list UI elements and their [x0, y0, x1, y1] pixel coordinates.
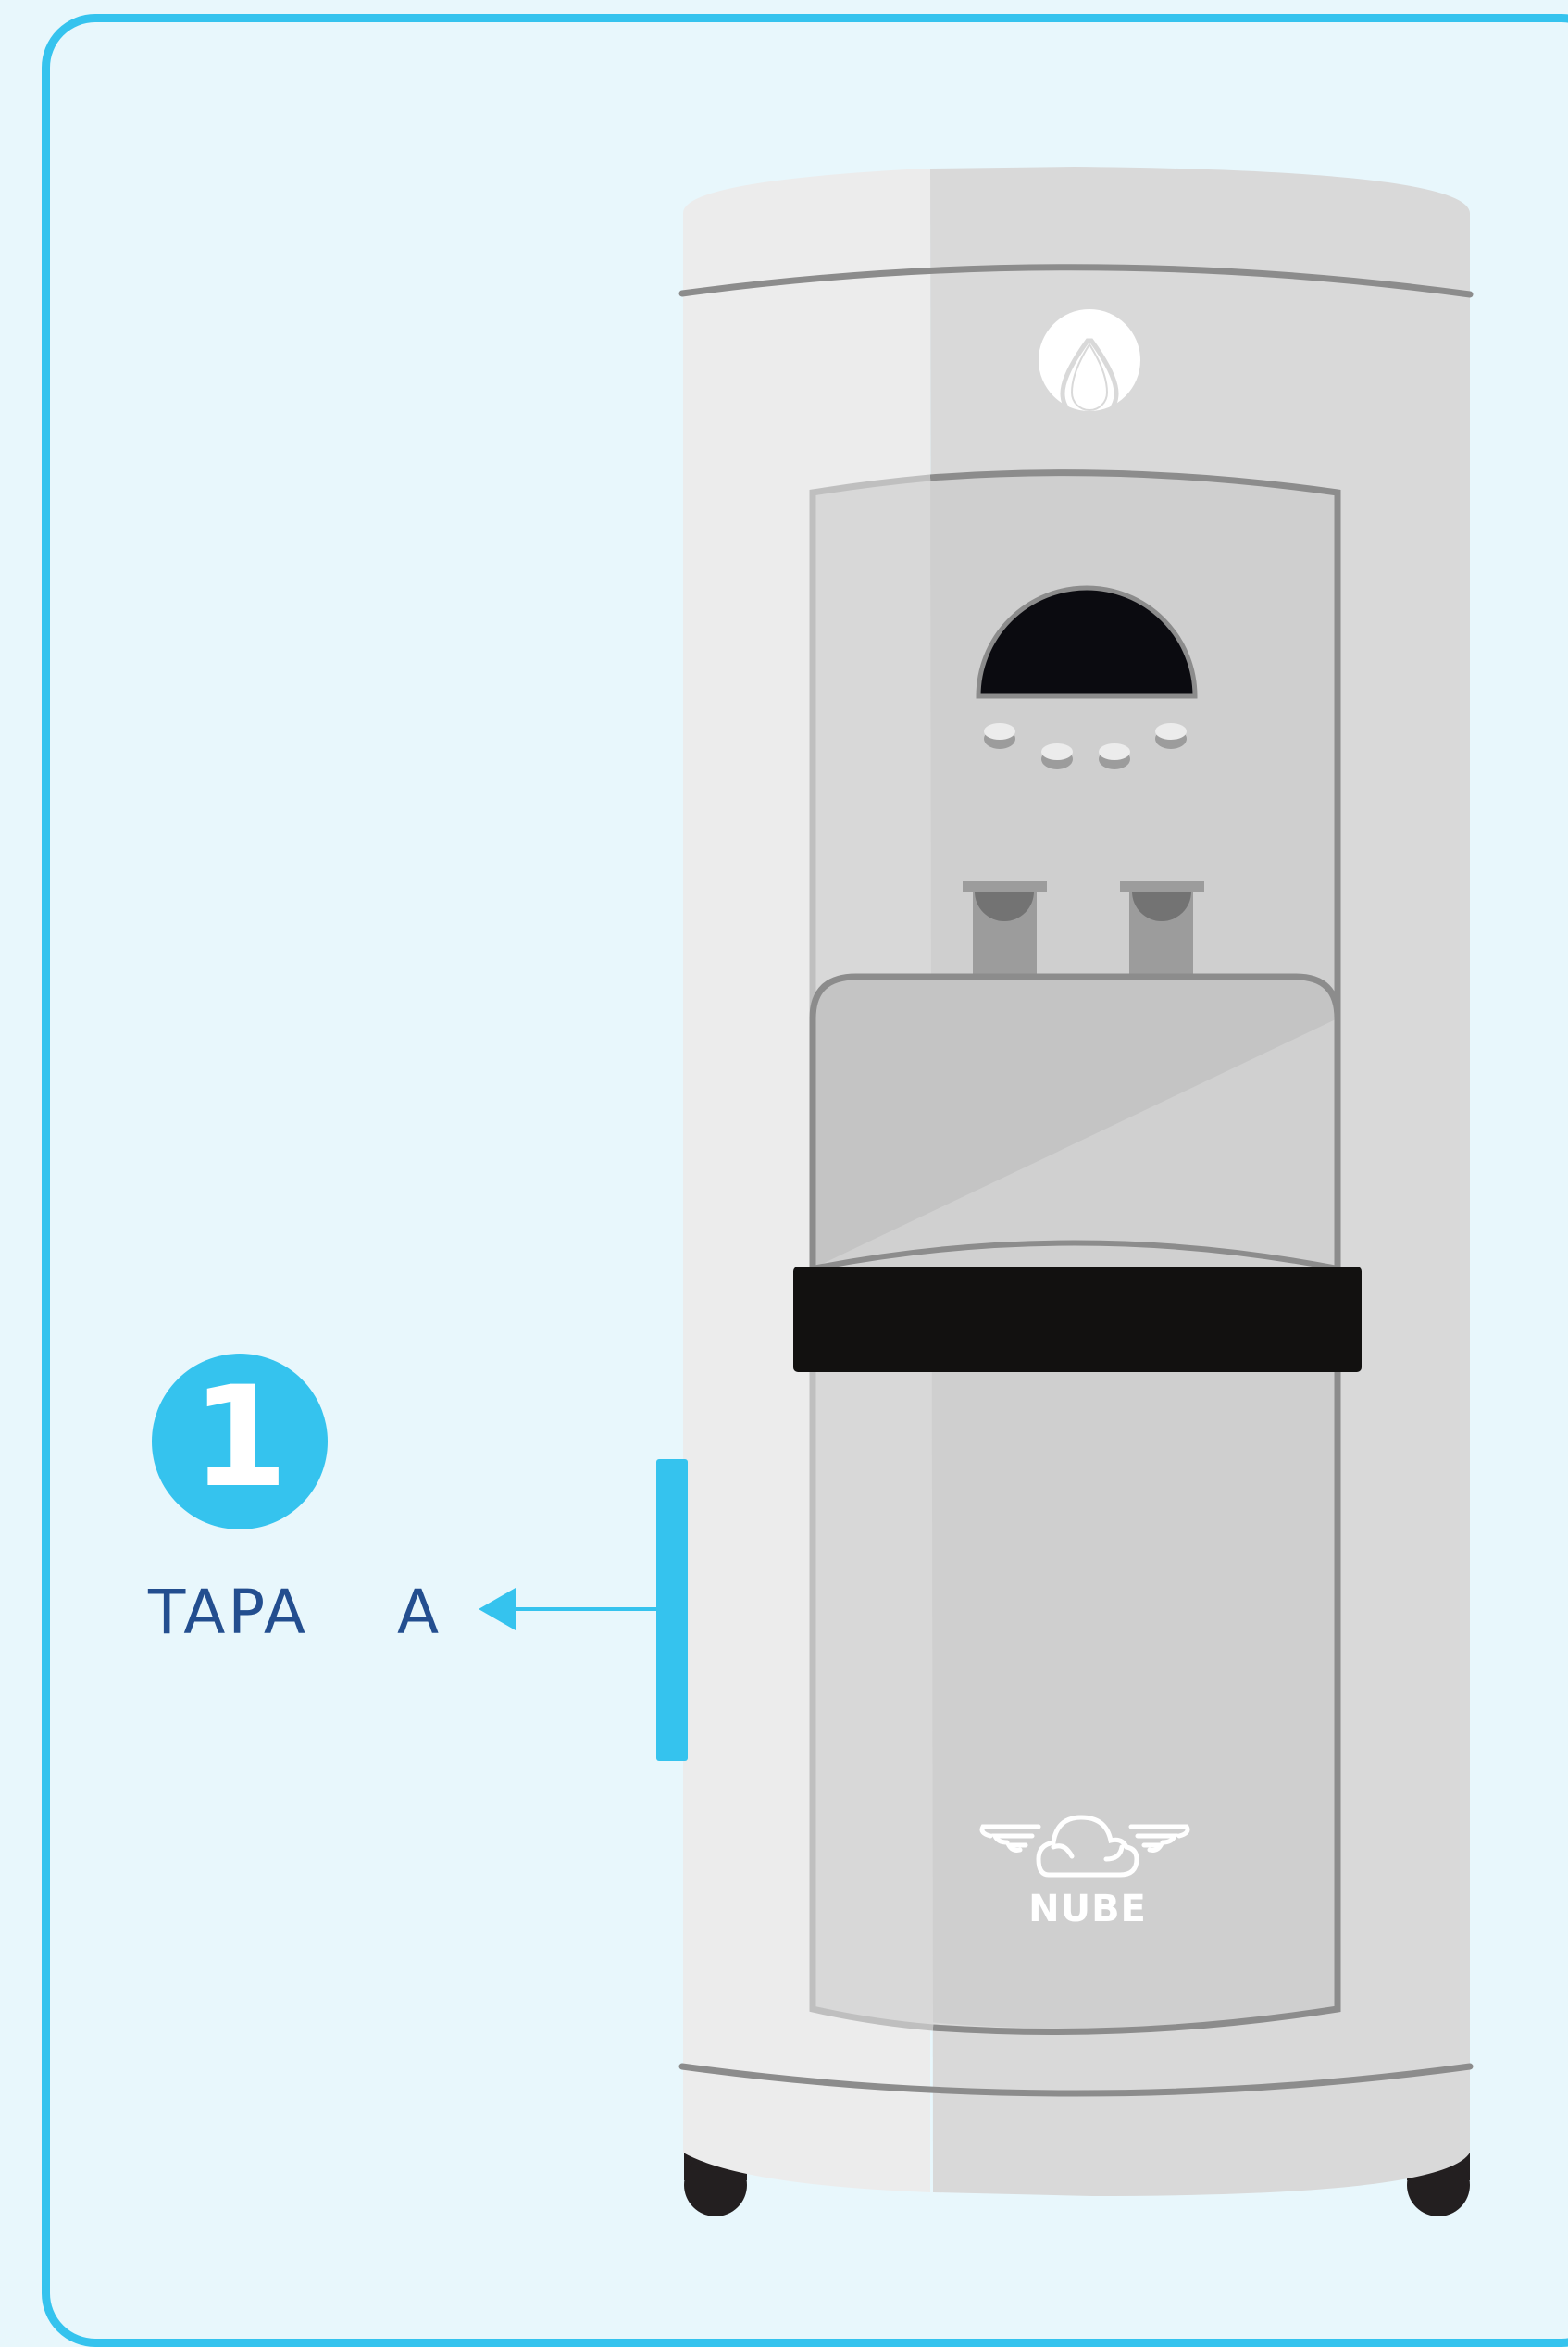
drip-tray: [793, 1267, 1362, 1372]
callout-marker-bar: [656, 1459, 688, 1761]
arrow-left-icon: [479, 1588, 656, 1630]
brand-logo-text: NUBE: [1028, 1888, 1147, 1930]
top-trim-line: [678, 264, 1474, 298]
step-number-badge: 1: [152, 1354, 328, 1529]
cloud-wings-logo-icon: [979, 1815, 1190, 1878]
step-number: 1: [191, 1357, 289, 1518]
display-window: [976, 585, 1198, 699]
dispensing-area: [809, 973, 1341, 1271]
water-drop-icon: [1039, 309, 1140, 423]
control-buttons: [984, 723, 1187, 769]
bottom-trim-line: [678, 2063, 1474, 2097]
part-label: TAPA A: [148, 1577, 442, 1648]
